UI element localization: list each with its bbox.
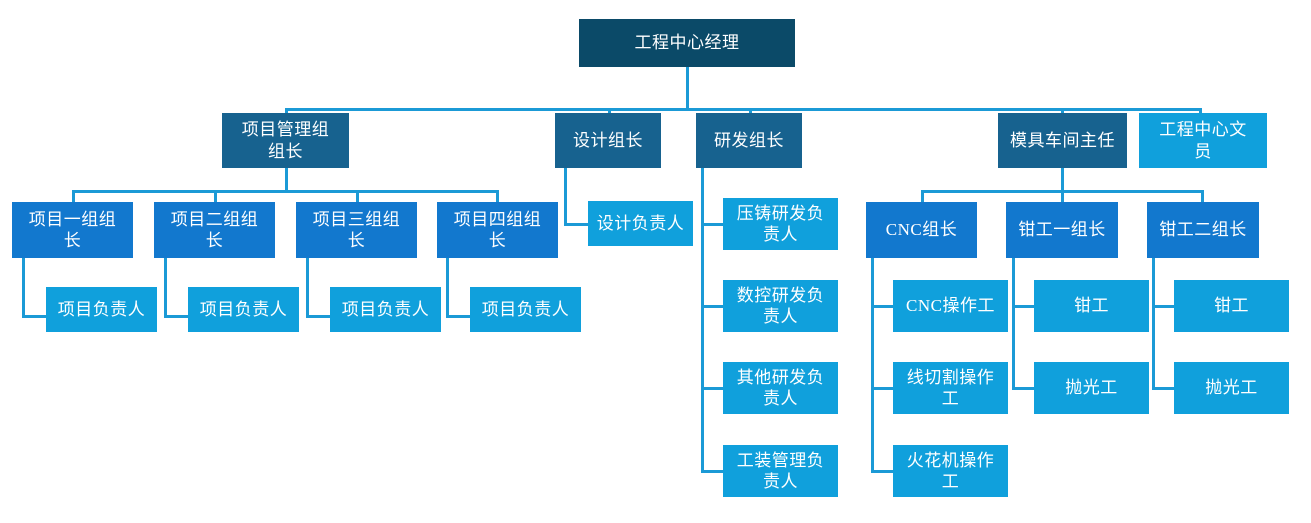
connector-proj2-spine: [164, 258, 167, 318]
connector-mold-stem: [1061, 168, 1064, 192]
connector-fitter2-stub-2: [1152, 387, 1174, 390]
connector-fitter1-spine: [1012, 258, 1015, 390]
connector-rd-spine: [701, 168, 704, 473]
connector-drop-proj1: [72, 190, 75, 202]
node-fitter-group-1-leader[interactable]: 钳工一组长: [1006, 202, 1118, 258]
node-cnc-operator[interactable]: CNC操作工: [893, 280, 1008, 332]
node-rd-cnc-owner[interactable]: 数控研发负 责人: [723, 280, 838, 332]
connector-fitter1-stub-2: [1012, 387, 1034, 390]
connector-proj4-elbow: [446, 315, 470, 318]
connector-pm-stem: [285, 168, 288, 192]
node-rd-diecasting-owner[interactable]: 压铸研发负 责人: [723, 198, 838, 250]
node-edm-operator[interactable]: 火花机操作 工: [893, 445, 1008, 497]
node-rd-other-owner[interactable]: 其他研发负 责人: [723, 362, 838, 414]
connector-proj1-elbow: [22, 315, 46, 318]
node-engineering-center-manager[interactable]: 工程中心经理: [579, 19, 795, 67]
node-project-group-3-leader[interactable]: 项目三组组 长: [296, 202, 417, 258]
node-rd-group-leader[interactable]: 研发组长: [696, 113, 802, 168]
node-design-owner[interactable]: 设计负责人: [588, 201, 693, 246]
node-project-group-2-leader[interactable]: 项目二组组 长: [154, 202, 275, 258]
connector-proj1-spine: [22, 258, 25, 318]
node-fitter-group-2-leader[interactable]: 钳工二组长: [1147, 202, 1259, 258]
connector-cnc-stub-2: [871, 387, 893, 390]
connector-pm-bus: [72, 190, 498, 193]
node-project-owner-3[interactable]: 项目负责人: [330, 287, 441, 332]
connector-proj3-spine: [306, 258, 309, 318]
connector-root-stem: [686, 67, 689, 110]
connector-rd-stub-1: [701, 223, 723, 226]
connector-drop-fitter1: [1061, 190, 1064, 202]
node-project-owner-2[interactable]: 项目负责人: [188, 287, 299, 332]
connector-drop-proj2: [214, 190, 217, 202]
node-engineering-center-clerk[interactable]: 工程中心文 员: [1139, 113, 1267, 168]
connector-proj4-spine: [446, 258, 449, 318]
node-mold-workshop-director[interactable]: 模具车间主任: [998, 113, 1127, 168]
connector-fitter2-stub-1: [1152, 305, 1174, 308]
connector-drop-fitter2: [1201, 190, 1204, 202]
connector-root-bus: [285, 108, 1202, 111]
connector-fitter1-stub-1: [1012, 305, 1034, 308]
node-design-group-leader[interactable]: 设计组长: [555, 113, 661, 168]
node-wire-cutting-operator[interactable]: 线切割操作 工: [893, 362, 1008, 414]
node-project-group-1-leader[interactable]: 项目一组组 长: [12, 202, 133, 258]
connector-cnc-stub-3: [871, 470, 893, 473]
node-fitter-group-2-worker[interactable]: 钳工: [1174, 280, 1289, 332]
node-project-owner-4[interactable]: 项目负责人: [470, 287, 581, 332]
connector-rd-stub-2: [701, 305, 723, 308]
connector-drop-proj3: [356, 190, 359, 202]
connector-cnc-stub-1: [871, 305, 893, 308]
node-project-owner-1[interactable]: 项目负责人: [46, 287, 157, 332]
node-project-group-4-leader[interactable]: 项目四组组 长: [437, 202, 558, 258]
node-fitter-group-1-polisher[interactable]: 抛光工: [1034, 362, 1149, 414]
connector-cnc-spine: [871, 258, 874, 473]
connector-rd-stub-3: [701, 387, 723, 390]
node-tooling-management-owner[interactable]: 工装管理负 责人: [723, 445, 838, 497]
node-fitter-group-2-polisher[interactable]: 抛光工: [1174, 362, 1289, 414]
connector-proj2-elbow: [164, 315, 188, 318]
connector-drop-proj4: [496, 190, 499, 202]
connector-fitter2-spine: [1152, 258, 1155, 390]
connector-drop-cnc: [921, 190, 924, 202]
connector-design-elbow: [564, 223, 588, 226]
connector-rd-stub-4: [701, 470, 723, 473]
node-fitter-group-1-worker[interactable]: 钳工: [1034, 280, 1149, 332]
node-cnc-group-leader[interactable]: CNC组长: [866, 202, 977, 258]
connector-design-spine: [564, 168, 567, 226]
connector-proj3-elbow: [306, 315, 330, 318]
node-project-management-group-leader[interactable]: 项目管理组 组长: [222, 113, 349, 168]
